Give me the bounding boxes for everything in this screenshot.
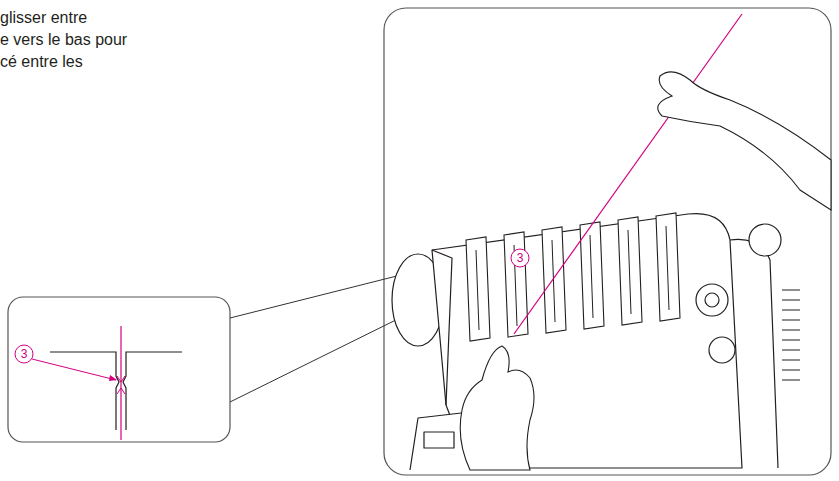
- callout-circle: [15, 345, 33, 363]
- leader-arrow: [109, 375, 117, 381]
- callout-circle: [511, 249, 529, 267]
- needle-plate: [424, 432, 454, 448]
- dial-slots: [476, 226, 669, 330]
- illustration-panel: [384, 8, 831, 475]
- callout-number: 3: [17, 347, 31, 361]
- knob: [749, 224, 781, 256]
- thread: [514, 14, 742, 334]
- tension-plates-detail: [50, 352, 182, 430]
- lower-hand: [460, 346, 534, 470]
- grip-ribs: [782, 290, 800, 380]
- instruction-text: glisser entre: [0, 8, 87, 28]
- detail-inset: [8, 297, 230, 442]
- knob: [709, 337, 735, 363]
- thread-detail: [120, 326, 121, 440]
- tension-dials: [466, 213, 680, 341]
- leader-line: [32, 359, 116, 380]
- knob: [705, 293, 719, 307]
- instruction-text: cé entre les: [0, 52, 83, 72]
- upper-hand: [658, 72, 831, 210]
- thread-mark: [117, 376, 125, 382]
- thread-mark: [117, 388, 125, 394]
- knob: [696, 284, 728, 316]
- instruction-text: e vers le bas pour: [0, 30, 127, 50]
- serger-machine: [392, 214, 781, 470]
- callout-number: 3: [513, 251, 527, 265]
